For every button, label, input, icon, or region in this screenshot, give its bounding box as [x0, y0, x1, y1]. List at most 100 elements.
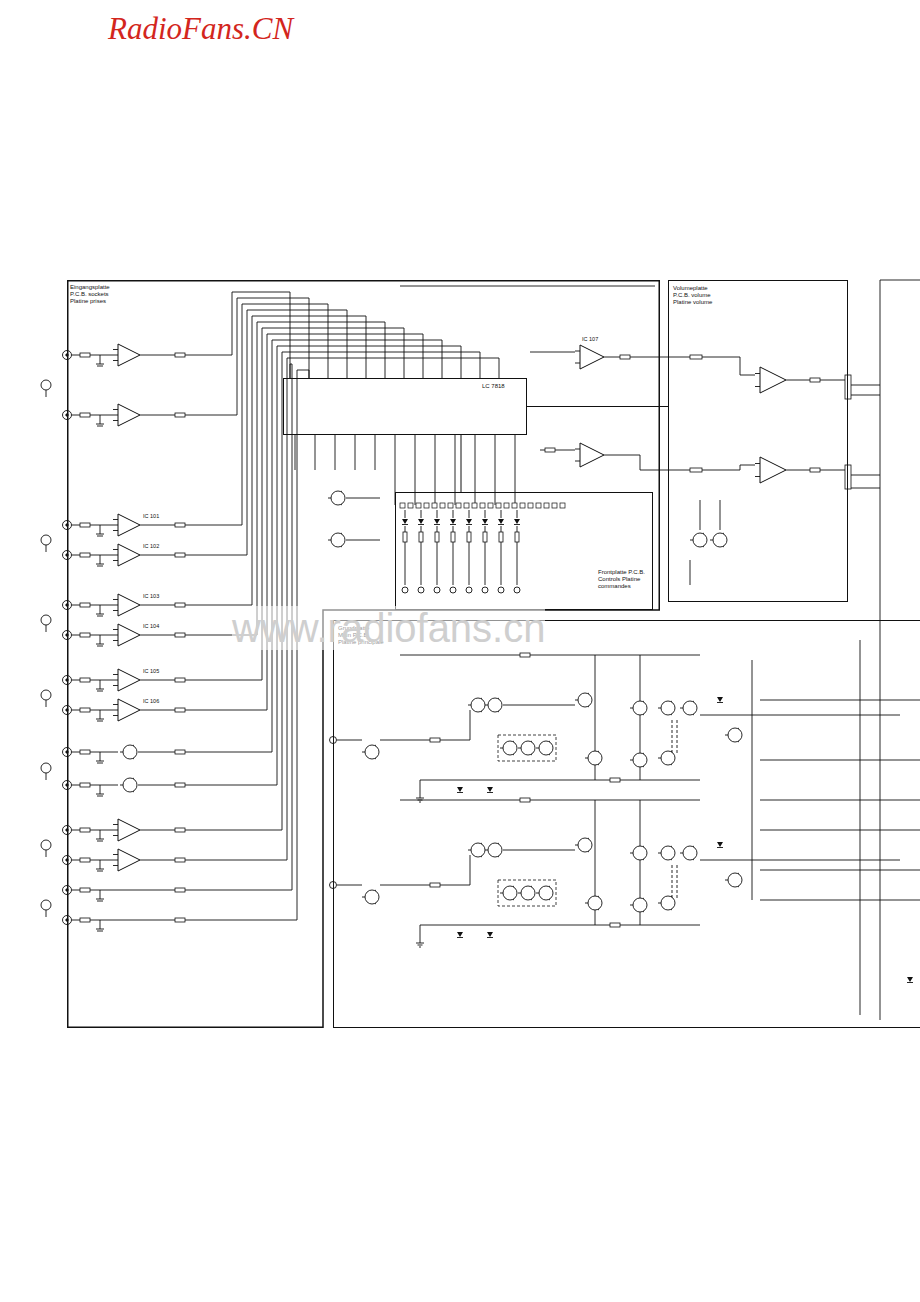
- wire: [851, 385, 880, 386]
- resistor-symbol: [80, 553, 90, 557]
- wire: [346, 540, 380, 541]
- wire: [347, 310, 348, 378]
- wire: [755, 386, 760, 387]
- wire: [640, 455, 641, 470]
- wire: [672, 865, 673, 900]
- socket-icon: [41, 763, 51, 773]
- wire: [272, 340, 273, 752]
- wire: [96, 364, 104, 365]
- connector-pin: [464, 503, 469, 508]
- wire: [46, 700, 47, 707]
- wire: [385, 322, 386, 378]
- wire: [97, 871, 103, 872]
- wire: [252, 316, 366, 317]
- wire: [140, 555, 247, 556]
- wire: [470, 855, 471, 885]
- wire: [668, 470, 740, 471]
- wire: [113, 549, 118, 550]
- wire: [72, 710, 119, 711]
- wire: [677, 865, 678, 900]
- transistor-symbol: [365, 890, 379, 904]
- resistor-symbol: [80, 678, 90, 682]
- wire: [421, 510, 422, 518]
- opamp-symbol: [118, 819, 140, 841]
- wire: [672, 720, 673, 755]
- transistor-symbol: [661, 846, 675, 860]
- resistor-symbol: [545, 448, 555, 452]
- transistor-symbol: [331, 491, 345, 505]
- connector-pin: [528, 503, 533, 508]
- wire: [907, 982, 913, 983]
- transistor-symbol: [123, 778, 137, 792]
- ic-label: IC 102: [143, 543, 159, 549]
- opamp-symbol: [118, 514, 140, 536]
- wire: [97, 841, 103, 842]
- resistor-symbol: [175, 858, 185, 862]
- wire: [72, 635, 119, 636]
- wire: [700, 860, 900, 861]
- diode-symbol: [717, 842, 723, 847]
- opamp-symbol: [118, 594, 140, 616]
- wire: [277, 346, 461, 347]
- wire: [100, 752, 101, 761]
- connector-symbol: [845, 375, 851, 399]
- wire: [72, 680, 119, 681]
- resistor-symbol: [80, 888, 90, 892]
- wire: [575, 351, 580, 352]
- wire: [97, 931, 103, 932]
- wire: [140, 355, 232, 356]
- wire: [514, 524, 520, 525]
- button-symbol: [418, 587, 424, 593]
- socket-icon: [41, 900, 51, 910]
- wire: [46, 910, 47, 917]
- diode-symbol: [514, 519, 520, 524]
- wire: [242, 304, 328, 305]
- transistor-symbol: [693, 533, 707, 547]
- wire: [97, 901, 103, 902]
- wire: [405, 510, 406, 518]
- wire: [100, 710, 101, 719]
- wire: [96, 869, 104, 870]
- connector-pin: [496, 503, 501, 508]
- resistor-symbol: [80, 353, 90, 357]
- wire: [97, 763, 103, 764]
- ic-label: IC 101: [143, 513, 159, 519]
- diode-symbol: [466, 519, 472, 524]
- ic-label: IC 103: [143, 593, 159, 599]
- wire: [575, 363, 580, 364]
- wire: [113, 704, 118, 705]
- wire: [96, 839, 104, 840]
- wire: [402, 524, 408, 525]
- socket-icon: [41, 615, 51, 625]
- connector-pin: [552, 503, 557, 508]
- wire: [100, 635, 101, 644]
- resistor-symbol: [175, 553, 185, 557]
- wire: [100, 890, 101, 899]
- socket-icon: [41, 535, 51, 545]
- diode-symbol: [717, 697, 723, 702]
- resistor-symbol: [620, 355, 630, 359]
- wire: [760, 700, 920, 701]
- resistor-symbol: [175, 678, 185, 682]
- watermark: www.radiofans.cn: [232, 606, 545, 650]
- wire: [604, 357, 668, 358]
- transistor-symbol: [683, 701, 697, 715]
- wire: [575, 461, 580, 462]
- connector-pin: [408, 503, 413, 508]
- wire: [100, 415, 101, 424]
- wire: [851, 475, 880, 476]
- transistor-symbol: [633, 753, 647, 767]
- transistor-symbol: [633, 701, 647, 715]
- wire: [72, 830, 119, 831]
- socket-icon: [41, 840, 51, 850]
- wire: [469, 510, 470, 518]
- wire: [375, 435, 376, 470]
- wire: [72, 920, 119, 921]
- opamp-symbol: [760, 367, 786, 393]
- wire-bundle: [527, 406, 668, 407]
- wire: [480, 352, 481, 378]
- diode-symbol: [457, 787, 463, 792]
- wire: [755, 373, 760, 374]
- wire: [113, 674, 118, 675]
- wire: [100, 605, 101, 614]
